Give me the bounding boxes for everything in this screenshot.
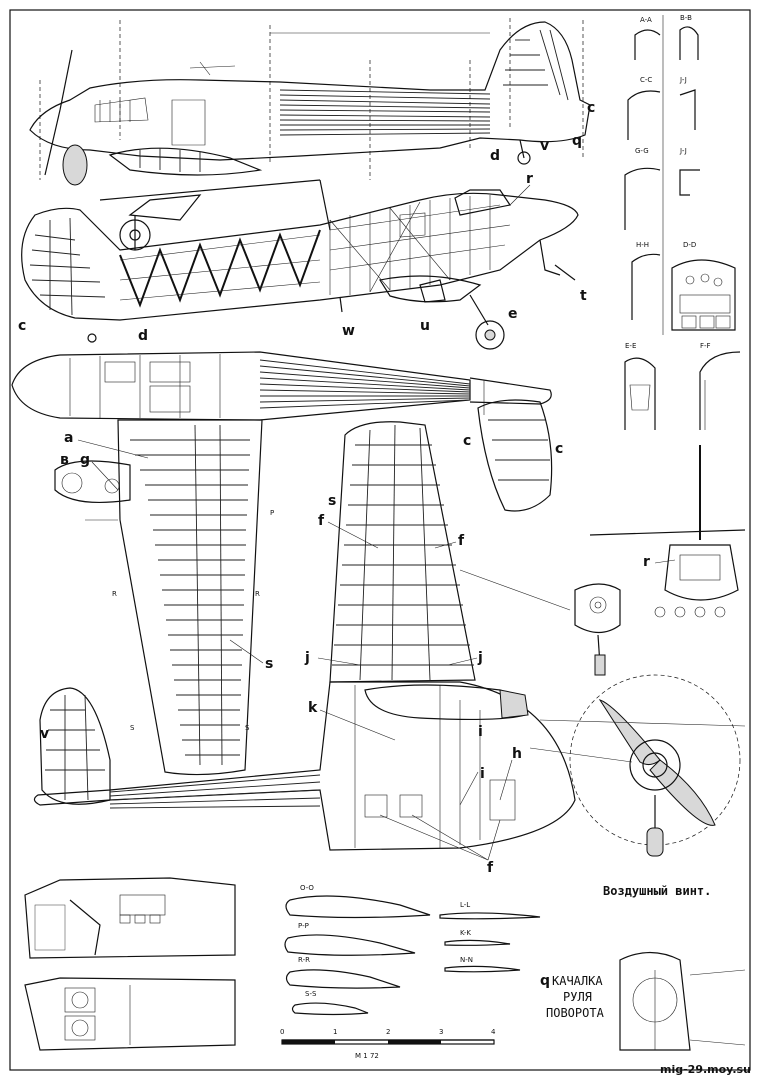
cut-s-right: S [245, 724, 250, 732]
label-e: e [508, 306, 518, 322]
label-s-center: s [328, 493, 336, 509]
cockpit-cutaways [24, 877, 236, 1051]
airfoil-l-l: L-L [460, 901, 470, 909]
cross-sections: A-A B-B C-C J-J G-G J-J H-H D-D E-E F-F [624, 14, 741, 430]
scale-tick-0: 0 [280, 1028, 284, 1036]
side-view-exterior: c q v d [29, 18, 595, 186]
section-g-g: G-G [635, 147, 649, 155]
label-c-top: c [587, 100, 595, 116]
cut-r-right: R [255, 590, 260, 598]
section-b-b: B-B [680, 14, 692, 22]
airfoil-s-s: S-S [305, 990, 317, 998]
cut-s-left: S [130, 724, 135, 732]
cut-p: P [270, 509, 274, 517]
label-q-horn: q [540, 973, 550, 989]
airfoil-o-o: O-O [300, 884, 314, 892]
rudder-horn-caption-2: РУЛЯ [563, 990, 592, 1004]
scale-tick-2: 2 [386, 1028, 390, 1036]
propeller-caption: Воздушный винт. [603, 884, 711, 898]
label-j-left: j [304, 650, 310, 666]
section-h-h: H-H [636, 241, 649, 249]
scale-tick-1: 1 [333, 1028, 337, 1036]
airfoil-k-k: K-K [460, 929, 471, 937]
front-view: r [459, 445, 746, 676]
label-s-left: s [265, 656, 273, 672]
label-c-tail-2: c [555, 441, 563, 457]
section-j-j-2: J-J [679, 147, 687, 155]
label-q: q [572, 133, 582, 149]
propeller-view: Воздушный винт. [529, 674, 746, 898]
cut-r-left: R [112, 590, 117, 598]
plan-view-fuselage-lower: v k i i h f [33, 681, 576, 876]
section-c-c: C-C [640, 76, 652, 84]
side-view-structure: c d w u e t r [18, 171, 587, 350]
label-g: g [80, 452, 90, 468]
rudder-horn-caption-3: ПОВОРОТА [546, 1006, 605, 1020]
label-r-front: r [643, 554, 650, 570]
scale-tick-4: 4 [491, 1028, 496, 1036]
label-f-bottom: f [487, 860, 494, 876]
page-frame [9, 9, 751, 1071]
label-t: t [580, 288, 587, 304]
label-d-side: d [138, 328, 148, 344]
label-w: w [342, 323, 355, 339]
label-v-top: v [540, 138, 549, 154]
airfoil-n-n: N-N [460, 956, 473, 964]
scale-bar: 0 1 2 3 4 M 1 72 [280, 1028, 496, 1060]
scale-label: M 1 72 [355, 1052, 379, 1060]
label-r-side: r [526, 171, 533, 187]
label-u: u [420, 318, 430, 334]
label-c-side: c [18, 318, 26, 334]
label-i-upper: i [478, 724, 483, 740]
plan-view-right-wing: c c s f f j j [304, 399, 563, 683]
section-f-f: F-F [700, 342, 711, 350]
label-c-tail: c [463, 433, 471, 449]
section-d-d: D-D [683, 241, 696, 249]
section-e-e: E-E [625, 342, 636, 350]
airfoil-sections: O-O P-P R-R S-S L-L K-K N-N [284, 884, 541, 1016]
watermark: mig-29.moy.su [660, 1063, 751, 1076]
rudder-horn-detail: q КАЧАЛКА РУЛЯ ПОВОРОТА [540, 951, 746, 1051]
rudder-horn-caption-1: КАЧАЛКА [552, 974, 603, 988]
plan-view-left: a в g s R R S S P [11, 351, 552, 776]
section-j-j: J-J [679, 76, 687, 84]
airfoil-p-p: P-P [298, 922, 309, 930]
label-i-lower: i [480, 766, 485, 782]
label-d-top: d [490, 148, 500, 164]
label-a: a [64, 430, 73, 446]
airfoil-r-r: R-R [298, 956, 310, 964]
label-h: h [512, 746, 522, 762]
label-j-right: j [477, 650, 483, 666]
label-k: k [308, 700, 318, 716]
label-v-tail: v [40, 726, 49, 742]
section-a-a: A-A [640, 16, 652, 24]
label-f-center: f [318, 513, 325, 529]
label-f-right: f [458, 533, 465, 549]
scale-tick-3: 3 [439, 1028, 443, 1036]
label-b: в [60, 452, 69, 468]
